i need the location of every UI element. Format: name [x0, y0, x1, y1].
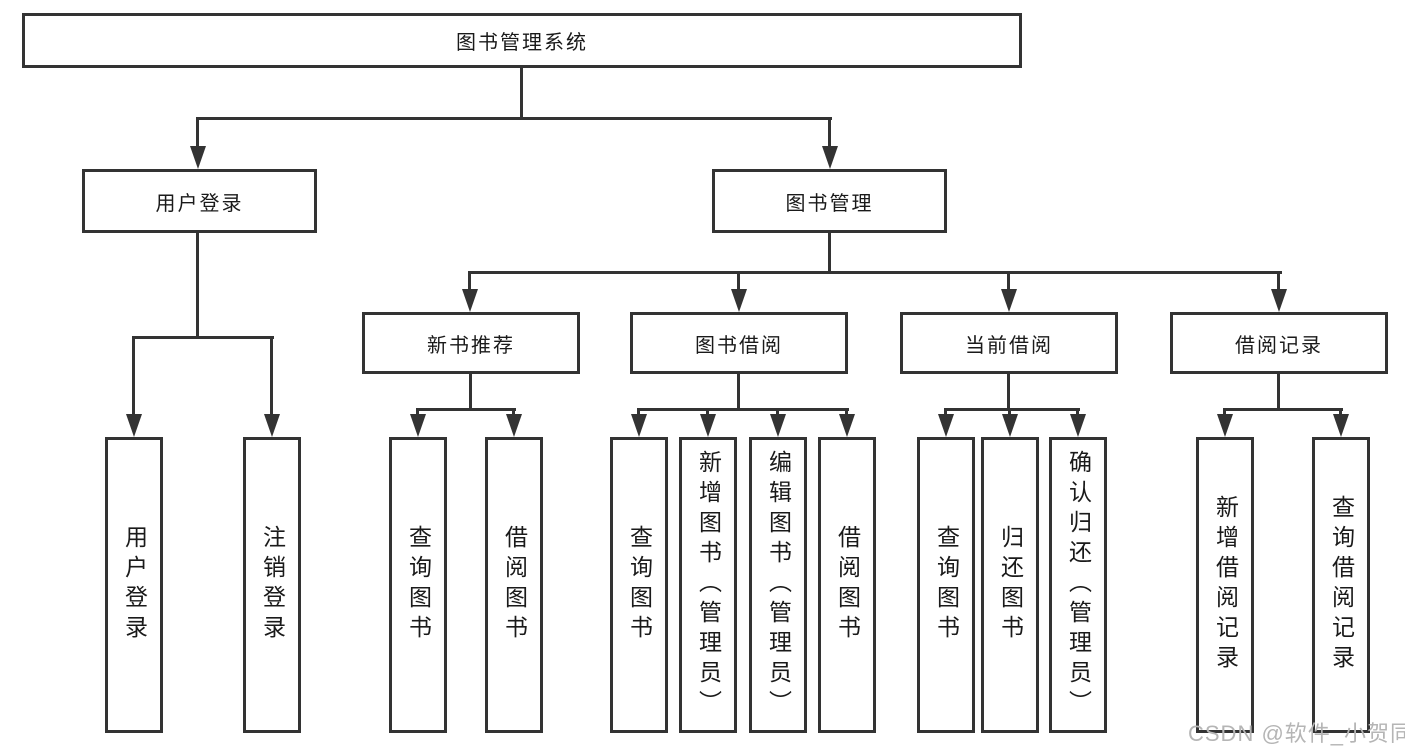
- leaf-query-books-recommend: 查询图书: [389, 437, 447, 733]
- connector-line: [638, 408, 849, 411]
- connector-line: [468, 271, 471, 290]
- arrowhead: [190, 146, 206, 169]
- connector-line: [1007, 374, 1010, 408]
- arrowhead: [770, 414, 786, 437]
- connector-line: [737, 374, 740, 408]
- arrowhead: [839, 414, 855, 437]
- leaf-logout-login: 注销登录: [243, 437, 301, 733]
- connector-line: [945, 408, 1080, 411]
- connector-line: [1008, 408, 1011, 416]
- connector-line: [133, 336, 274, 339]
- arrowhead: [731, 289, 747, 312]
- csdn-watermark: CSDN @软件_小贺同学: [1188, 721, 1405, 746]
- connector-line: [132, 336, 135, 415]
- arrowhead: [264, 414, 280, 437]
- connector-line: [1076, 408, 1079, 416]
- arrowhead: [631, 414, 647, 437]
- connector-line: [196, 233, 199, 336]
- leaf-query-books-borrow: 查询图书: [610, 437, 668, 733]
- connector-line: [197, 117, 832, 120]
- connector-line: [776, 408, 779, 416]
- leaf-return-books: 归还图书: [981, 437, 1039, 733]
- connector-line: [1223, 408, 1226, 416]
- arrowhead: [410, 414, 426, 437]
- leaf-confirm-return-admin: 确认归还（管理员）: [1049, 437, 1107, 733]
- arrowhead: [506, 414, 522, 437]
- leaf-query-books-current: 查询图书: [917, 437, 975, 733]
- connector-line: [417, 408, 516, 411]
- arrowhead: [126, 414, 142, 437]
- node-book-borrowing: 图书借阅: [630, 312, 848, 374]
- connector-line: [1339, 408, 1342, 416]
- connector-line: [1277, 271, 1280, 290]
- leaf-borrow-books: 借阅图书: [818, 437, 876, 733]
- arrowhead: [1271, 289, 1287, 312]
- connector-line: [520, 68, 523, 117]
- connector-line: [637, 408, 640, 416]
- node-borrowing-records: 借阅记录: [1170, 312, 1388, 374]
- leaf-add-books-admin: 新增图书（管理员）: [679, 437, 737, 733]
- leaf-add-borrow-record: 新增借阅记录: [1196, 437, 1254, 733]
- connector-line: [706, 408, 709, 416]
- arrowhead: [700, 414, 716, 437]
- connector-line: [196, 117, 199, 148]
- leaf-user-login: 用户登录: [105, 437, 163, 733]
- connector-line: [737, 271, 740, 290]
- arrowhead: [1002, 414, 1018, 437]
- connector-line: [845, 408, 848, 416]
- arrowhead: [822, 146, 838, 169]
- arrowhead: [1070, 414, 1086, 437]
- connector-line: [469, 374, 472, 408]
- connector-line: [1277, 374, 1280, 408]
- arrowhead: [1217, 414, 1233, 437]
- node-current-borrowing: 当前借阅: [900, 312, 1118, 374]
- node-library-management-system: 图书管理系统: [22, 13, 1022, 68]
- arrowhead: [1001, 289, 1017, 312]
- arrowhead: [1333, 414, 1349, 437]
- connector-line: [1224, 408, 1343, 411]
- connector-line: [828, 233, 831, 271]
- connector-line: [944, 408, 947, 416]
- arrowhead: [462, 289, 478, 312]
- connector-line: [469, 271, 1282, 274]
- connector-line: [416, 408, 419, 416]
- leaf-edit-books-admin: 编辑图书（管理员）: [749, 437, 807, 733]
- node-book-management: 图书管理: [712, 169, 947, 233]
- connector-line: [512, 408, 515, 416]
- leaf-query-borrow-record: 查询借阅记录: [1312, 437, 1370, 733]
- leaf-borrow-books-recommend: 借阅图书: [485, 437, 543, 733]
- connector-line: [270, 336, 273, 415]
- connector-line: [1007, 271, 1010, 290]
- arrowhead: [938, 414, 954, 437]
- node-new-book-recommendation: 新书推荐: [362, 312, 580, 374]
- connector-line: [828, 117, 831, 148]
- node-user-login: 用户登录: [82, 169, 317, 233]
